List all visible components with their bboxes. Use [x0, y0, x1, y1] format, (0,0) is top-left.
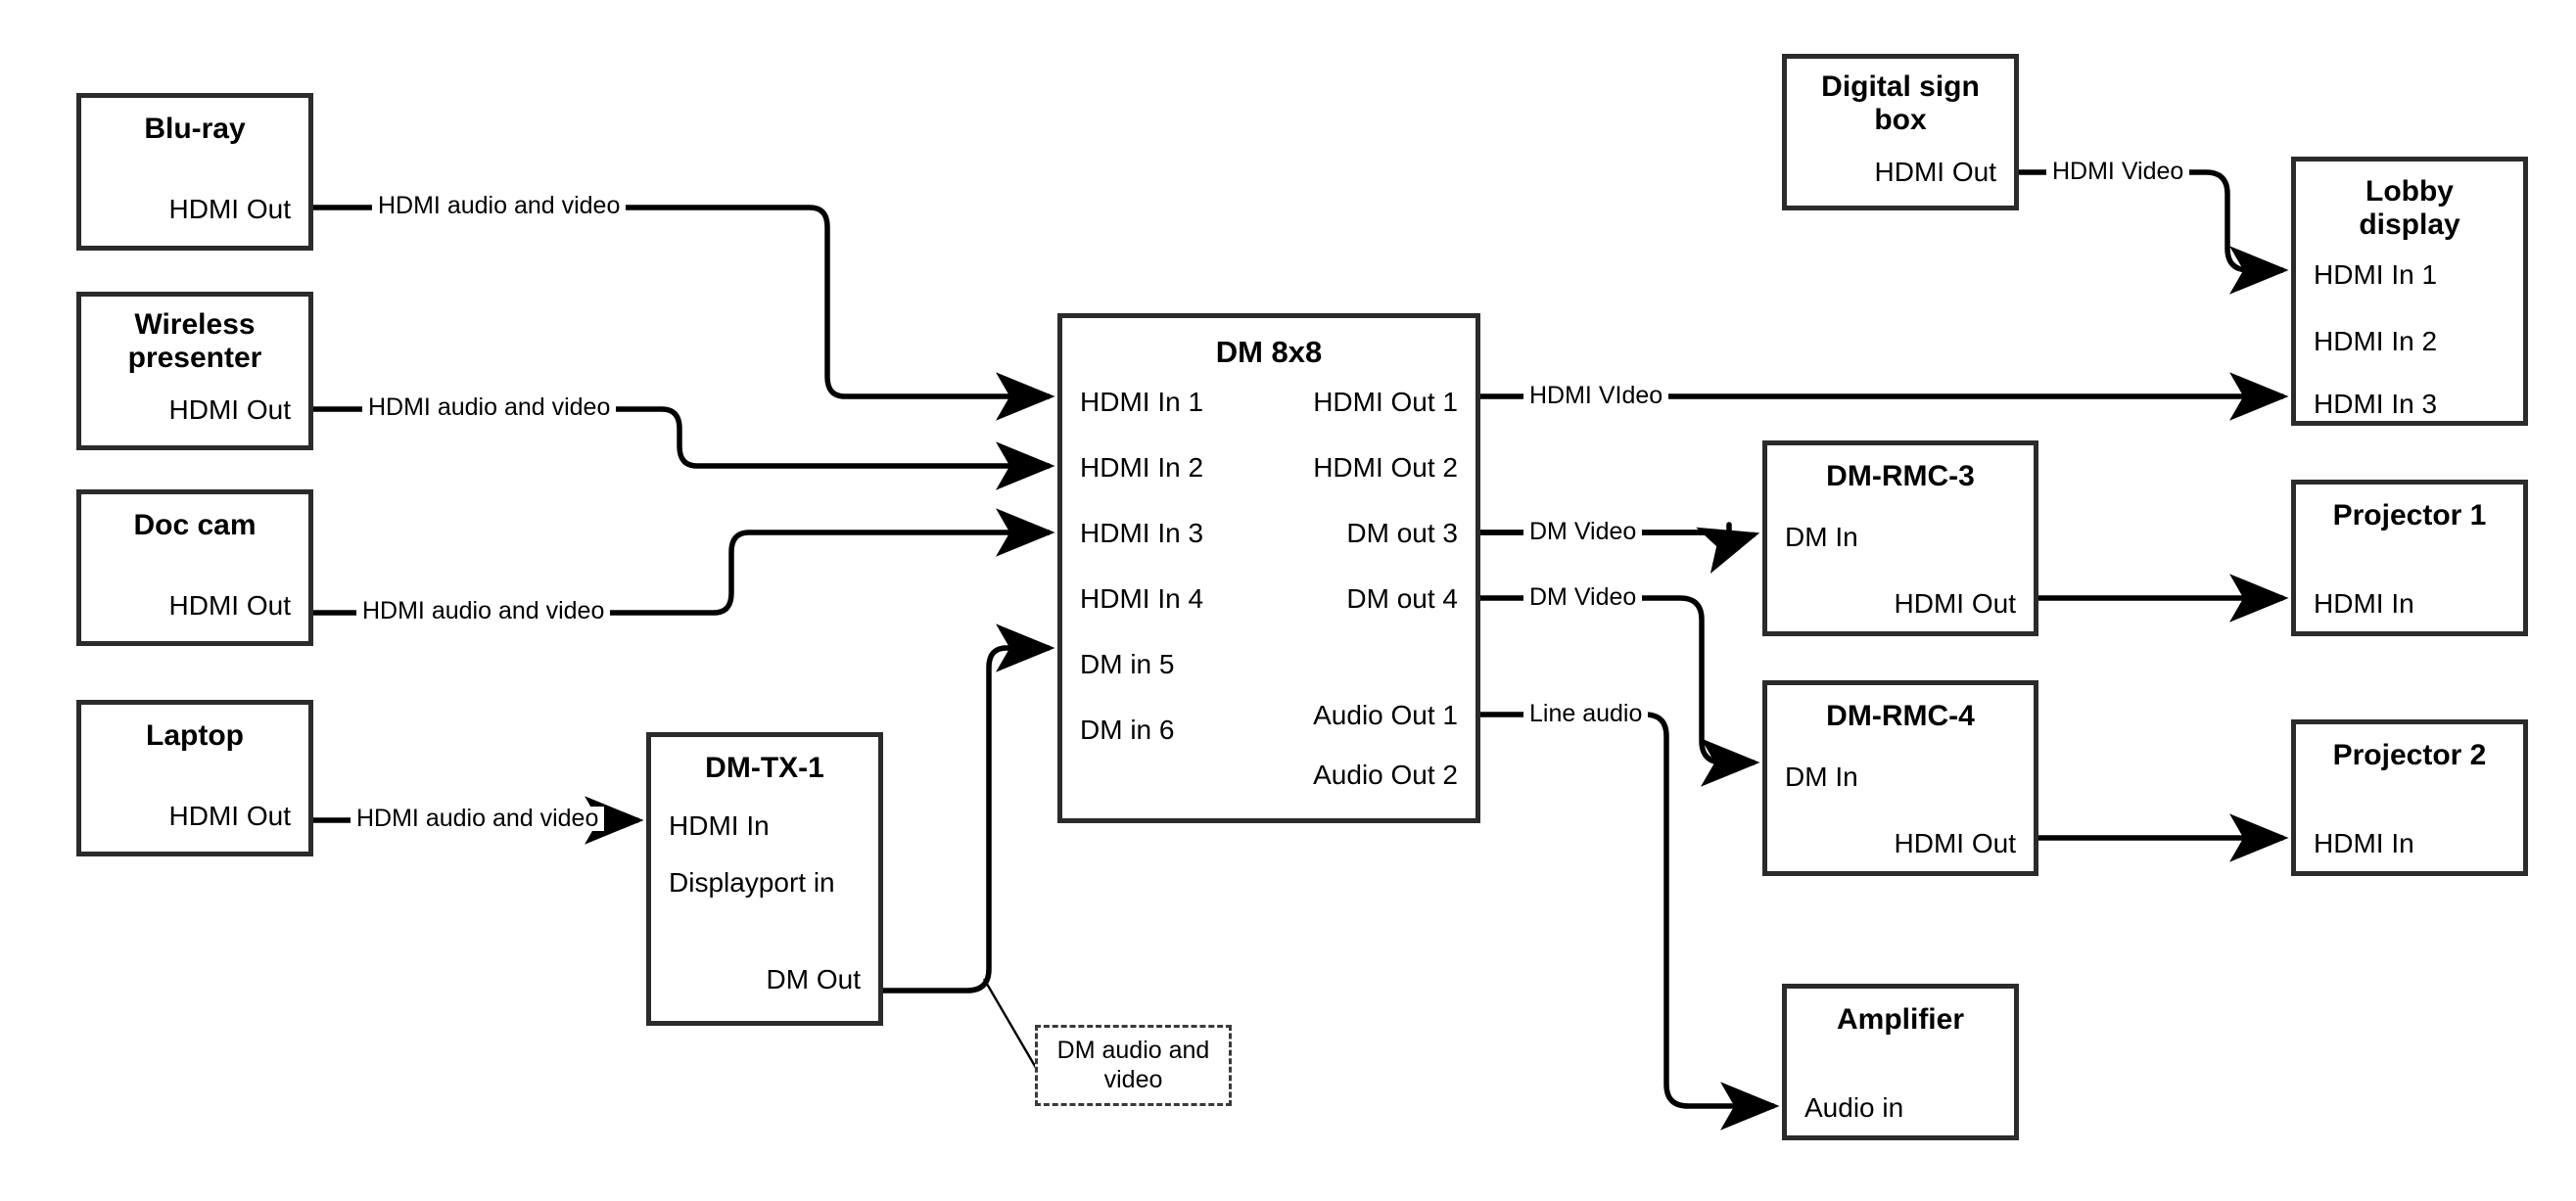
- port-dm8x8-dm-in-6[interactable]: DM in 6: [1080, 715, 1175, 745]
- device-projector-2[interactable]: Projector 2 HDMI In: [2291, 719, 2528, 876]
- wire-label-digitalsign: HDMI Video: [2046, 160, 2190, 184]
- leader-line-dm-av-note: [982, 978, 1041, 1074]
- device-doc-cam[interactable]: Doc cam HDMI Out: [76, 489, 313, 646]
- port-laptop-hdmi-out[interactable]: HDMI Out: [168, 801, 291, 831]
- wire-doccam-to-dm8x8: [313, 508, 1055, 616]
- device-dm-rmc-4-title: DM-RMC-4: [1826, 700, 1975, 732]
- wire-label-dm-hdmiout1: HDMI VIdeo: [1523, 384, 1669, 408]
- port-dm8x8-dm-in-5[interactable]: DM in 5: [1080, 649, 1175, 679]
- port-dmtx1-hdmi-in[interactable]: HDMI In: [669, 810, 770, 841]
- wire-bluray-to-dm8x8: [313, 205, 1055, 421]
- port-digitalsign-hdmi-out[interactable]: HDMI Out: [1874, 157, 1996, 187]
- wire-label-dm-out4: DM Video: [1523, 585, 1643, 610]
- device-laptop-title: Laptop: [146, 719, 244, 752]
- port-dmrmc4-hdmi-out[interactable]: HDMI Out: [1894, 828, 2016, 858]
- port-dm8x8-hdmi-in-4[interactable]: HDMI In 4: [1080, 583, 1204, 614]
- device-dm-rmc-3[interactable]: DM-RMC-3 DM In HDMI Out: [1762, 440, 2038, 636]
- wire-label-dm-out3: DM Video: [1523, 520, 1643, 544]
- port-amplifier-audio-in[interactable]: Audio in: [1804, 1092, 1904, 1123]
- port-lobby-hdmi-in-3[interactable]: HDMI In 3: [2314, 389, 2438, 419]
- wire-label-wireless: HDMI audio and video: [362, 395, 617, 420]
- port-dm8x8-hdmi-out-1[interactable]: HDMI Out 1: [1313, 387, 1458, 417]
- port-dm8x8-audio-out-2[interactable]: Audio Out 2: [1313, 760, 1458, 790]
- port-lobby-hdmi-in-2[interactable]: HDMI In 2: [2314, 326, 2438, 356]
- port-dmrmc3-hdmi-out[interactable]: HDMI Out: [1894, 588, 2016, 619]
- port-dm8x8-audio-out-1[interactable]: Audio Out 1: [1313, 700, 1458, 730]
- port-dmtx1-dm-out[interactable]: DM Out: [766, 964, 861, 994]
- device-dm-rmc-4[interactable]: DM-RMC-4 DM In HDMI Out: [1762, 680, 2038, 876]
- wire-label-laptop: HDMI audio and video: [351, 807, 605, 831]
- port-dmrmc3-dm-in[interactable]: DM In: [1785, 522, 1858, 552]
- wire-label-doccam: HDMI audio and video: [356, 599, 611, 624]
- port-projector1-hdmi-in[interactable]: HDMI In: [2314, 588, 2414, 619]
- device-dm-rmc-3-title: DM-RMC-3: [1826, 460, 1975, 492]
- device-bluray-title: Blu-ray: [144, 113, 246, 145]
- port-bluray-hdmi-out[interactable]: HDMI Out: [168, 194, 291, 224]
- port-dm8x8-hdmi-in-2[interactable]: HDMI In 2: [1080, 452, 1204, 483]
- port-dmtx1-displayport-in[interactable]: Displayport in: [669, 867, 835, 898]
- wire-label-bluray: HDMI audio and video: [372, 194, 627, 218]
- device-projector-1-title: Projector 1: [2332, 499, 2487, 531]
- port-lobby-hdmi-in-1[interactable]: HDMI In 1: [2314, 259, 2438, 290]
- device-lobby-display[interactable]: Lobby display HDMI In 1 HDMI In 2 HDMI I…: [2291, 157, 2528, 426]
- wire-label-dm-audioout1: Line audio: [1523, 702, 1649, 726]
- device-dm-tx-1[interactable]: DM-TX-1 HDMI In Displayport in DM Out: [646, 732, 883, 1026]
- device-wireless-presenter-title: Wireless presenter: [127, 308, 262, 374]
- wire-wireless-to-dm8x8: [313, 406, 1055, 490]
- device-amplifier[interactable]: Amplifier Audio in: [1782, 984, 2019, 1140]
- device-wireless-presenter[interactable]: Wireless presenter HDMI Out: [76, 292, 313, 450]
- port-dm8x8-hdmi-in-1[interactable]: HDMI In 1: [1080, 387, 1204, 417]
- device-dm-8x8-title: DM 8x8: [1215, 335, 1323, 369]
- device-doc-cam-title: Doc cam: [133, 509, 257, 541]
- port-dm8x8-hdmi-out-2[interactable]: HDMI Out 2: [1313, 452, 1458, 483]
- wire-digitalsign-to-lobby: [2019, 169, 2289, 295]
- port-dmrmc4-dm-in[interactable]: DM In: [1785, 762, 1858, 792]
- device-dm-8x8[interactable]: DM 8x8 HDMI In 1 HDMI In 2 HDMI In 3 HDM…: [1057, 313, 1480, 823]
- port-dm8x8-hdmi-in-3[interactable]: HDMI In 3: [1080, 518, 1204, 548]
- device-laptop[interactable]: Laptop HDMI Out: [76, 700, 313, 856]
- device-projector-2-title: Projector 2: [2332, 739, 2487, 771]
- wire-dm8x8-dmout4-to-dmrmc4: [1480, 595, 1760, 787]
- wire-dm8x8-audioout1-to-amplifier: [1480, 712, 1780, 1131]
- device-lobby-display-title: Lobby display: [2359, 175, 2460, 241]
- port-doccam-hdmi-out[interactable]: HDMI Out: [168, 590, 291, 621]
- port-dm8x8-dm-out-4[interactable]: DM out 4: [1346, 583, 1458, 614]
- device-digital-sign-box[interactable]: Digital sign box HDMI Out: [1782, 54, 2019, 210]
- device-digital-sign-box-title: Digital sign box: [1821, 70, 1980, 136]
- device-dm-tx-1-title: DM-TX-1: [705, 752, 824, 784]
- port-wireless-hdmi-out[interactable]: HDMI Out: [168, 394, 291, 425]
- port-projector2-hdmi-in[interactable]: HDMI In: [2314, 828, 2414, 858]
- wire-dmtx1-to-dm8x8: [883, 624, 1055, 993]
- annotation-dm-audio-and-video: DM audio and video: [1035, 1025, 1232, 1106]
- device-bluray[interactable]: Blu-ray HDMI Out: [76, 93, 313, 251]
- port-dm8x8-dm-out-3[interactable]: DM out 3: [1346, 518, 1458, 548]
- device-projector-1[interactable]: Projector 1 HDMI In: [2291, 480, 2528, 636]
- wire-dm8x8-dmout3-arrow: [1480, 527, 1760, 575]
- device-amplifier-title: Amplifier: [1836, 1003, 1965, 1036]
